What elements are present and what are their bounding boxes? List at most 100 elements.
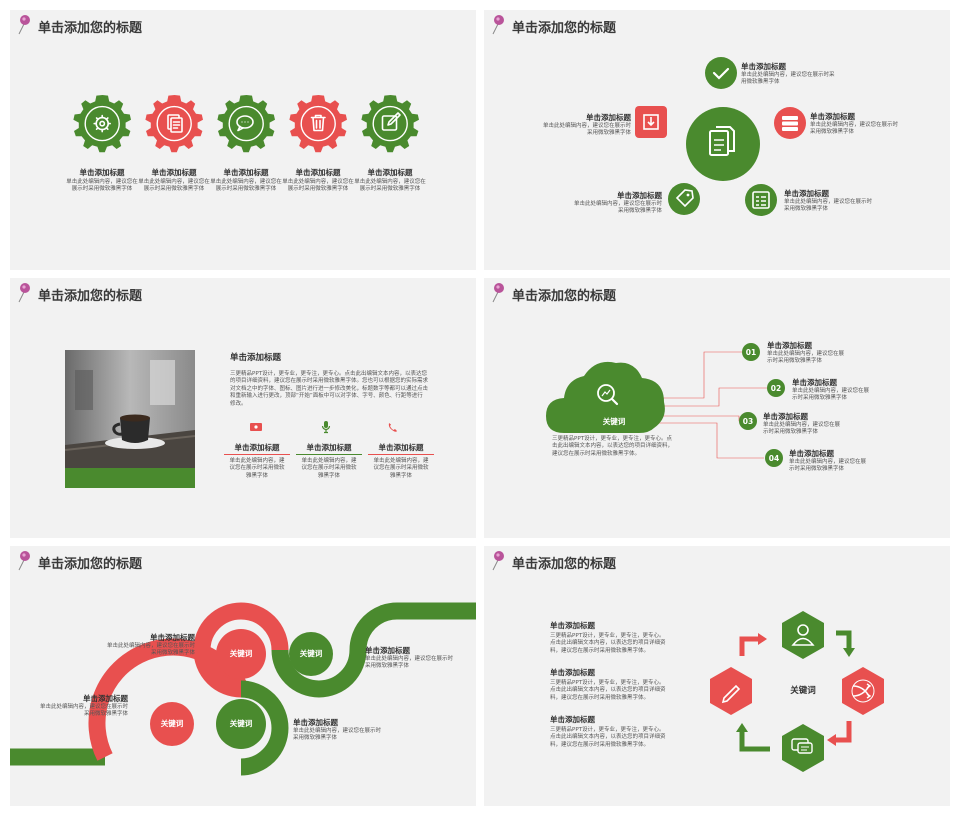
- step-03-desc: 单击此处编辑内容，建议您在展示时采用微软雅黑字体: [763, 422, 841, 436]
- chat-icon: [236, 115, 254, 132]
- item-1-title: 单击添加标题: [79, 168, 125, 177]
- step-01-num: 01: [745, 348, 757, 357]
- step-04-desc: 单击此处编辑内容，建议您在展示时采用微软雅黑字体: [789, 459, 867, 473]
- slide-title: 单击添加您的标题: [38, 289, 143, 304]
- block-3-desc: 三更精品PPT设计，更专业，更专注，更专心。点击此出编辑文本内容，以表达您的项目…: [550, 727, 666, 748]
- user-icon: [791, 624, 815, 646]
- settings-icon: [93, 114, 111, 133]
- gear-1: [73, 95, 131, 153]
- winding-path: [10, 602, 476, 776]
- list-icon: [752, 191, 770, 209]
- content-heading: 单击添加标题: [230, 353, 282, 363]
- item-2-title: 单击添加标题: [365, 646, 410, 655]
- step-01-title: 单击添加标题: [767, 341, 812, 350]
- keyword-1: 关键词: [229, 649, 253, 658]
- gear-4: [289, 95, 347, 153]
- item-5-title: 单击添加标题: [367, 168, 413, 177]
- tag-circle: [668, 183, 700, 215]
- slide-4[interactable]: 单击添加您的标题 关键词 三更精品PPT设计，更专业，更专注，更专心。点击此出编…: [484, 278, 950, 538]
- gear-2: [145, 95, 203, 153]
- item-2-title: 单击添加标题: [151, 168, 197, 177]
- center-circle: [686, 107, 760, 181]
- item-2-desc: 单击此处编辑内容，建议您在展示时采用微软雅黑字体: [138, 179, 210, 193]
- step-03-num: 03: [742, 417, 754, 426]
- item-4-desc: 单击此处编辑内容，建议您在展示时采用微软雅黑字体: [293, 728, 382, 742]
- step-02-desc: 单击此处编辑内容，建议您在展示时采用微软雅黑字体: [792, 388, 870, 402]
- keyword-2: 关键词: [299, 649, 323, 658]
- item-2-desc: 单击此处编辑内容，建议您在展示时采用微软雅黑字体: [365, 656, 454, 670]
- tag-title: 单击添加标题: [617, 191, 662, 200]
- step-01-desc: 单击此处编辑内容，建议您在展示时采用微软雅黑字体: [767, 351, 845, 365]
- trash-icon: [310, 114, 326, 132]
- step-04-title: 单击添加标题: [789, 449, 834, 458]
- item-3-desc: 单击此处编辑内容，建议您在展示时采用微软雅黑字体: [373, 458, 429, 479]
- check-desc: 单击此处编辑内容，建议您在展示时采用微软雅黑字体: [741, 72, 835, 86]
- cycle-diagram: [710, 611, 884, 772]
- document-icon: [167, 114, 183, 133]
- item-1-title: 单击添加标题: [150, 633, 195, 642]
- ticket-icon: [250, 423, 262, 431]
- gear-5: [361, 95, 419, 153]
- hex-right: [842, 667, 884, 715]
- block-1-title: 单击添加标题: [550, 621, 595, 630]
- radial-diagram: [635, 57, 806, 216]
- photo-caption-bar: [65, 468, 195, 488]
- green-arc-upper: [271, 649, 367, 698]
- cloud-keyword: 关键词: [602, 417, 626, 426]
- slide-2[interactable]: 单击添加您的标题 单击添: [484, 10, 950, 270]
- slide-1[interactable]: 单击添加您的标题: [10, 10, 476, 270]
- check-title: 单击添加标题: [741, 62, 786, 71]
- item-2-desc: 单击此处编辑内容，建议您在展示时采用微软雅黑字体: [301, 458, 357, 479]
- block-2-desc: 三更精品PPT设计，更专业，更专注，更专心。点击此出编辑文本内容，以表达您的项目…: [550, 680, 666, 701]
- connector-lines: [644, 351, 767, 459]
- gear-3: [217, 95, 275, 153]
- content-body: 三更精品PPT设计，更专业，更专注，更专心。点击此出编辑文本内容，以表达您的项目…: [230, 371, 429, 407]
- keyword-3: 关键词: [160, 719, 184, 728]
- stack-title: 单击添加标题: [810, 112, 855, 121]
- arrow-top-left: [739, 636, 759, 656]
- list-circle: [745, 184, 777, 216]
- item-3-title: 单击添加标题: [223, 168, 269, 177]
- slide-title: 单击添加您的标题: [38, 557, 143, 572]
- pin-icon: [18, 14, 30, 35]
- check-circle: [705, 57, 737, 89]
- download-title: 单击添加标题: [586, 113, 631, 122]
- item-1-desc: 单击此处编辑内容，建议您在展示时采用微软雅黑字体: [106, 643, 195, 657]
- slide-5[interactable]: 单击添加您的标题 关键词 关键词 关键词 关键词 单击添加标题 单击此处编辑内容…: [10, 546, 476, 806]
- block-1-desc: 三更精品PPT设计，更专业，更专注，更专心。点击此出编辑文本内容，以表达您的项目…: [550, 633, 666, 654]
- slide-title: 单击添加您的标题: [512, 289, 617, 304]
- slide-6[interactable]: 单击添加您的标题 单击添加标题 三更精品PPT设计，更专业，更专注，更专心。点击…: [484, 546, 950, 806]
- item-4-title: 单击添加标题: [295, 168, 341, 177]
- item-4-title: 单击添加标题: [293, 718, 338, 727]
- red-arc-upper: [193, 602, 242, 698]
- slide-title: 单击添加您的标题: [38, 21, 143, 36]
- slide-3[interactable]: 单击添加您的标题 单击添加标题 三更精品PPT设计，更专业，更专注，更专心。点击…: [10, 278, 476, 538]
- green-arc-lower: [240, 680, 289, 776]
- cloud-body: 三更精品PPT设计，更专业，更专注，更专心。点击此出编辑文本内容，以表达您的项目…: [552, 436, 674, 457]
- download-icon: [643, 114, 659, 130]
- stack-desc: 单击此处编辑内容，建议您在展示时采用微软雅黑字体: [810, 122, 899, 136]
- coffee-photo: [65, 350, 195, 488]
- stack-icon: [782, 116, 798, 131]
- item-3-desc: 单击此处编辑内容，建议您在展示时采用微软雅黑字体: [210, 179, 282, 193]
- item-4-desc: 单击此处编辑内容，建议您在展示时采用微软雅黑字体: [282, 179, 354, 193]
- item-5-desc: 单击此处编辑内容，建议您在展示时采用微软雅黑字体: [354, 179, 426, 193]
- cycle-keyword: 关键词: [790, 686, 816, 696]
- list-desc: 单击此处编辑内容，建议您在展示时采用微软雅黑字体: [784, 199, 873, 213]
- check-icon: [712, 67, 730, 80]
- files-icon: [709, 126, 735, 156]
- list-title: 单击添加标题: [784, 189, 829, 198]
- arrow-bottom-left: [739, 731, 770, 752]
- slide-title: 单击添加您的标题: [512, 21, 617, 36]
- cloud-diagram: [546, 343, 785, 467]
- cloud-shape: [546, 361, 665, 433]
- download-desc: 单击此处编辑内容，建议您在展示时采用微软雅黑字体: [542, 123, 631, 137]
- step-02-num: 02: [770, 384, 782, 393]
- message-icon: [791, 738, 813, 754]
- item-1-desc: 单击此处编辑内容，建议您在展示时采用微软雅黑字体: [229, 458, 285, 479]
- item-3-title: 单击添加标题: [83, 694, 128, 703]
- step-02-title: 单击添加标题: [792, 378, 837, 387]
- keyword-4: 关键词: [229, 719, 253, 728]
- microphone-icon: [321, 421, 331, 434]
- pin-icon: [18, 282, 30, 303]
